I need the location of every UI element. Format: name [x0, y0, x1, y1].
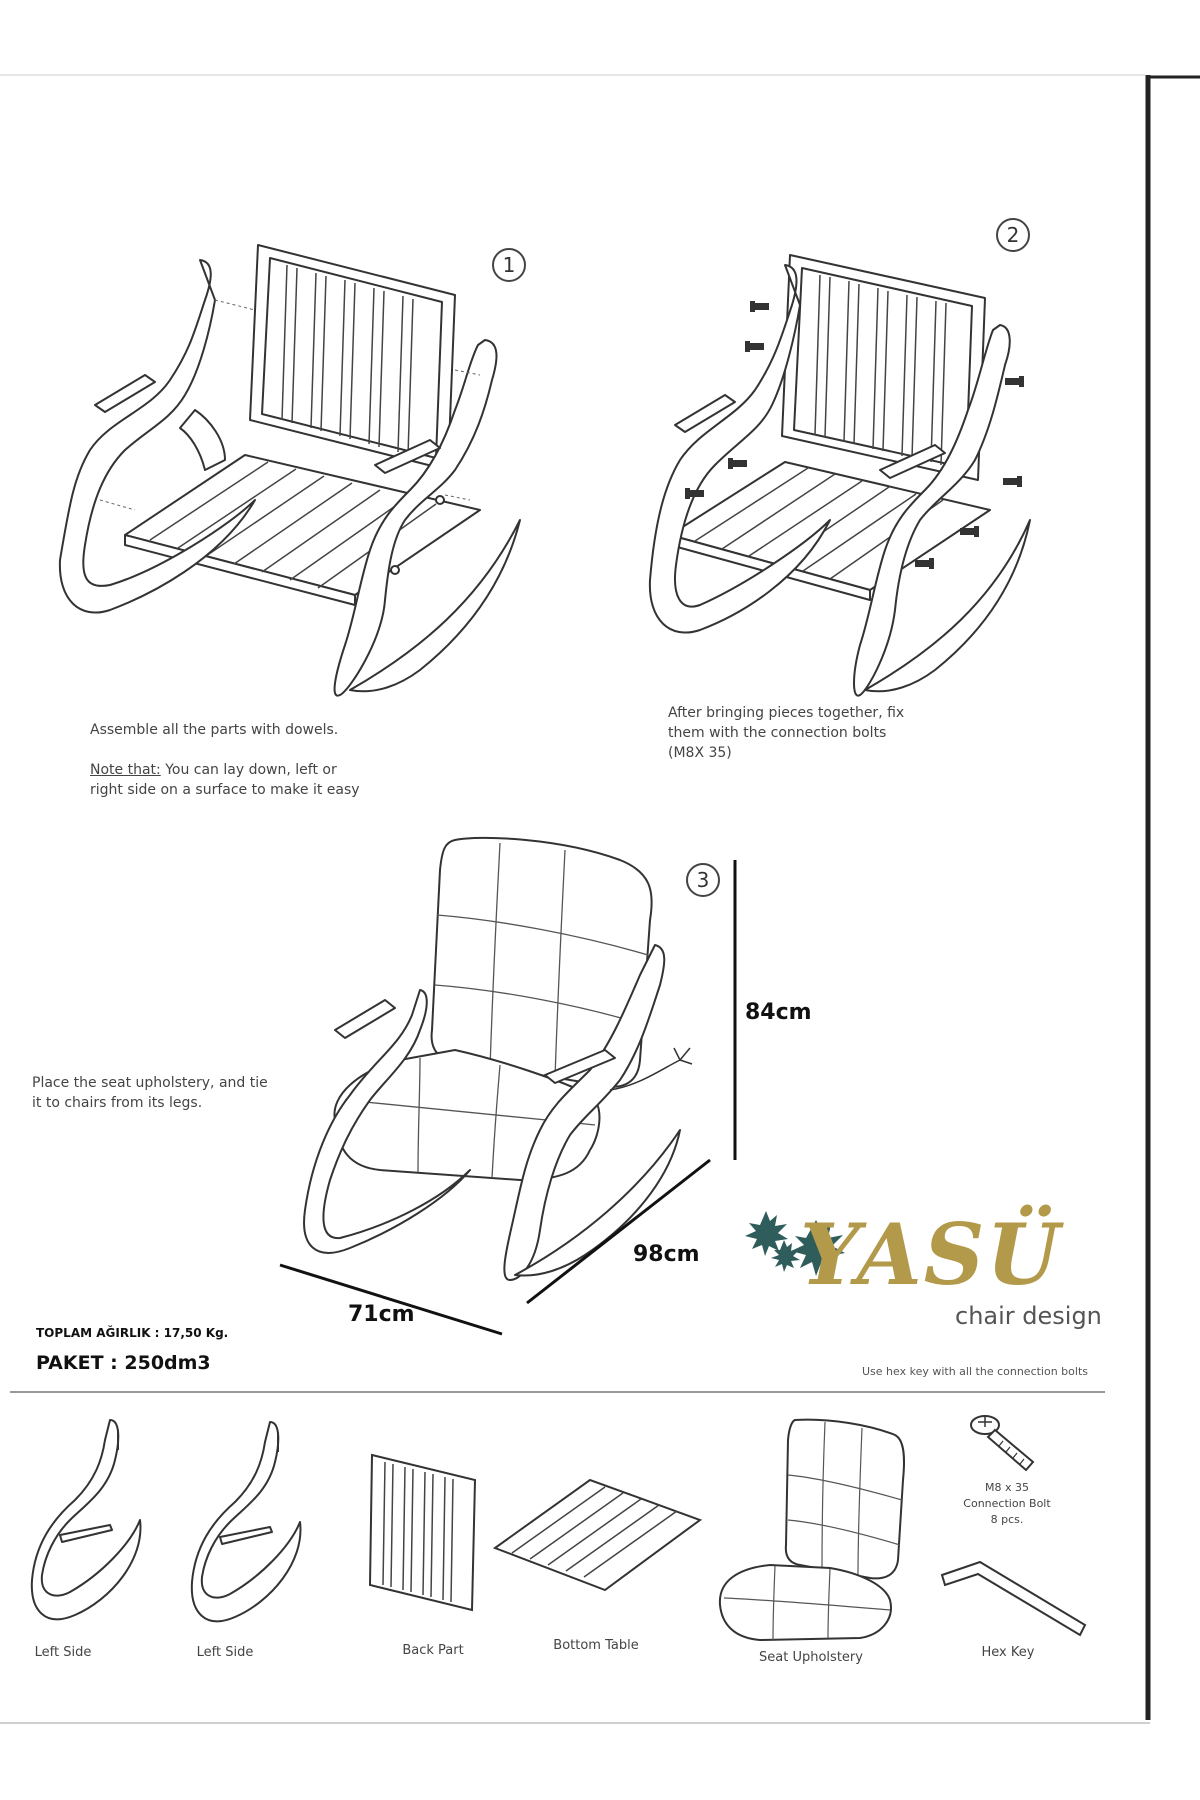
dimension-width: 71cm [348, 1302, 415, 1327]
brand-tagline: chair design [955, 1302, 1102, 1330]
part-label-bottom-table: Bottom Table [553, 1638, 639, 1653]
note-label: Note that: [90, 762, 161, 778]
step3-line1: Place the seat upholstery, and tie [32, 1075, 268, 1091]
step-number-1: 1 [492, 248, 526, 282]
part-left-side-2-drawing [190, 1421, 302, 1623]
step2-line2: them with the connection bolts [668, 725, 887, 741]
bolt-line1: M8 x 35 [985, 1481, 1029, 1494]
bolt-description: M8 x 35 Connection Bolt 8 pcs. [932, 1480, 1082, 1528]
brand-logo: YASÜ [800, 1205, 1062, 1304]
step2-line1: After bringing pieces together, fix [668, 705, 905, 721]
bolt-icons [685, 301, 1024, 569]
part-label-hex-key: Hex Key [981, 1645, 1035, 1660]
step2-instruction: After bringing pieces together, fix them… [668, 703, 968, 763]
step1-chair-drawing [58, 244, 521, 697]
step-number-2: 2 [996, 218, 1030, 252]
bolt-line3: 8 pcs. [990, 1513, 1024, 1526]
package-volume-label: PAKET : 250dm3 [36, 1352, 211, 1374]
step1-note: Note that: You can lay down, left or rig… [90, 760, 390, 800]
dimension-height: 84cm [745, 1000, 812, 1025]
note-text-line2: right side on a surface to make it easy [90, 782, 360, 798]
connection-bolt-icon [970, 1415, 1035, 1472]
step2-chair-drawing [648, 254, 1031, 697]
step2-line3: (M8X 35) [668, 745, 732, 761]
dimension-depth: 98cm [633, 1242, 700, 1267]
step3-instruction: Place the seat upholstery, and tie it to… [32, 1073, 292, 1113]
part-bottom-table-drawing [492, 1478, 703, 1592]
bolt-line2: Connection Bolt [963, 1497, 1051, 1510]
part-label-seat-upholstery: Seat Upholstery [759, 1650, 863, 1665]
step1-instruction: Assemble all the parts with dowels. [90, 722, 339, 738]
part-label-back-part: Back Part [402, 1643, 464, 1658]
dimension-lines [279, 860, 737, 1336]
step3-line2: it to chairs from its legs. [32, 1095, 203, 1111]
note-text-line1: You can lay down, left or [160, 762, 337, 778]
part-seat-upholstery-drawing [718, 1418, 905, 1642]
part-back-drawing [368, 1453, 477, 1612]
maple-leaf-icon [745, 1211, 845, 1276]
step3-chair-drawing [303, 836, 693, 1281]
part-label-left-side-2: Left Side [196, 1645, 254, 1660]
hex-key-note: Use hex key with all the connection bolt… [862, 1365, 1088, 1378]
weight-label: TOPLAM AĞIRLIK : 17,50 Kg. [36, 1326, 229, 1340]
part-label-left-side-1: Left Side [34, 1645, 92, 1660]
step-number-3: 3 [686, 863, 720, 897]
hex-key-icon [940, 1560, 1087, 1637]
part-left-side-1-drawing [30, 1419, 142, 1621]
